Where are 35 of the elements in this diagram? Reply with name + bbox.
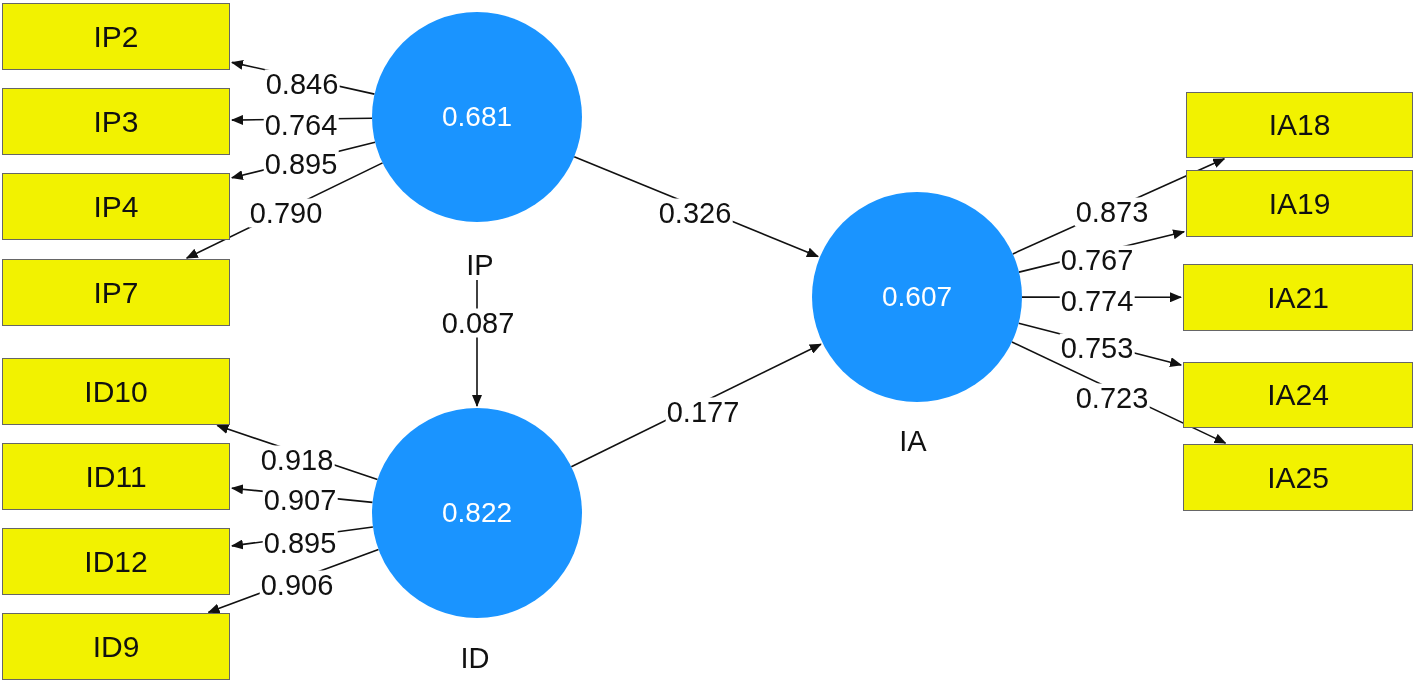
r-squared-value: 0.607 [881,281,953,313]
edge-label: 0.790 [248,198,324,228]
indicator-box [2,358,230,425]
indicator-name: IA21 [1267,280,1329,315]
indicator-name: ID10 [84,374,148,409]
indicator-name: IP4 [93,189,139,224]
r-squared-value: 0.822 [441,497,513,529]
indicator-name: IP7 [93,275,139,310]
r-squared-value: 0.681 [441,101,513,133]
indicator-box [2,528,230,595]
construct-name: IA [899,426,927,456]
indicator-name: IA19 [1268,186,1331,221]
indicator-name: IA25 [1267,460,1329,495]
indicator-box [2,613,230,680]
indicator-box [1183,362,1413,428]
indicator-name: ID11 [85,459,147,494]
indicator-box [2,443,230,510]
edge-label: 0.087 [440,308,516,338]
indicator-box [1186,170,1413,237]
indicator-box [2,3,230,70]
indicator-name: IA18 [1268,108,1331,142]
indicator-box [2,88,230,155]
indicator-name: ID9 [92,629,140,664]
indicator-box [1183,444,1413,511]
indicator-name: IA24 [1267,378,1329,412]
construct-name: ID [460,643,490,673]
edge-label: 0.873 [1074,197,1150,227]
construct-name: IP [466,250,494,280]
indicator-box [2,173,230,240]
indicator-box [1183,264,1413,331]
indicator-box [2,259,230,326]
indicator-box [1186,92,1413,158]
indicator-name: ID12 [84,544,148,579]
indicator-name: IP2 [93,19,139,54]
indicator-name: IP3 [93,104,139,139]
